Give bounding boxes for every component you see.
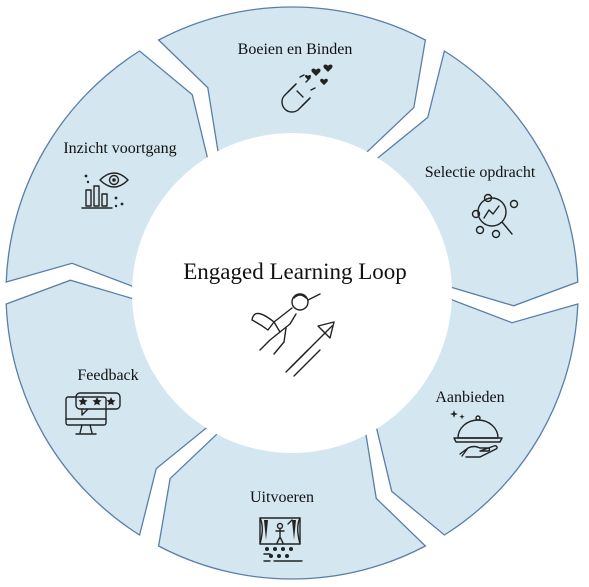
monitor-rating-icon	[65, 392, 121, 435]
superhero-growth-icon	[251, 293, 335, 377]
diagram-title: Engaged Learning Loop	[183, 259, 407, 284]
stage-label-uitvoeren: Uitvoeren	[250, 489, 314, 506]
stage-label-feedback: Feedback	[77, 367, 138, 384]
stage-label-aanbieden: Aanbieden	[435, 389, 504, 406]
search-selection-icon	[471, 193, 519, 239]
stage-label-boeien-en-binden: Boeien en Binden	[238, 41, 353, 58]
stage-label-inzicht-voortgang: Inzicht voortgang	[63, 140, 176, 157]
center-hub	[132, 133, 452, 453]
serving-cloche-icon	[450, 410, 503, 458]
magnet-hearts-icon	[281, 64, 333, 113]
stage-label-selectie-opdracht: Selectie opdracht	[425, 164, 536, 181]
eye-chart-icon	[81, 172, 129, 209]
stage-performance-icon	[259, 517, 303, 562]
